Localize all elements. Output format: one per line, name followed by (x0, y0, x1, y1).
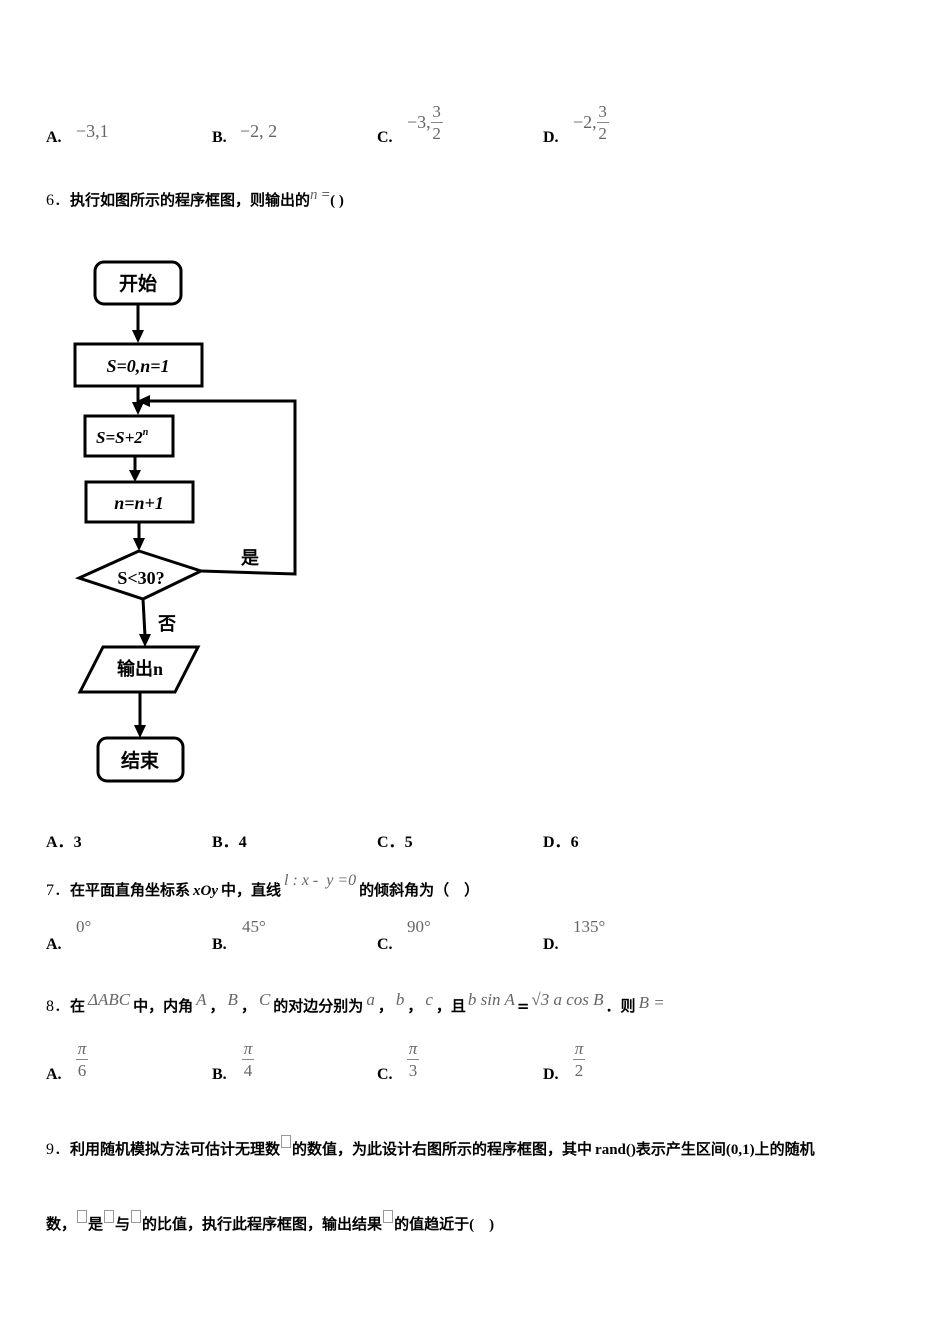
q6-option-d[interactable]: D．6 (543, 834, 579, 851)
triangle: ΔABC (88, 990, 131, 1009)
option-value: 90° (407, 917, 431, 936)
rand-func: rand() (595, 1142, 636, 1158)
option-value: 45° (242, 917, 266, 936)
option-value: −3,1 (76, 121, 109, 141)
q5-option-b[interactable]: B. −2, 2 (212, 121, 277, 147)
question-number: 8． (46, 998, 71, 1015)
var-n: n (310, 187, 318, 203)
answer-paren: ( ) (330, 193, 344, 209)
option-value: −2, 2 (240, 121, 278, 141)
equation-rhs: √3 a cos B (531, 990, 604, 1009)
numerator: 3 (432, 102, 441, 121)
q5-option-c[interactable]: C. −3, 3 2 (377, 103, 443, 147)
increment-process (84, 480, 195, 524)
missing-glyph-icon (383, 1210, 394, 1223)
option-label: A. (46, 129, 62, 146)
q6-options: A．3 B．4 C．5 D．6 (0, 828, 950, 851)
missing-glyph-icon (77, 1210, 88, 1223)
question-text: 执行如图所示的程序框图，则输出的 (70, 191, 311, 209)
q6-stem: 6．执行如图所示的程序框图，则输出的n=( ) (46, 186, 344, 210)
q7-option-b[interactable]: B. 45° (212, 917, 266, 953)
option-label: D. (543, 129, 559, 146)
sum-process (83, 414, 175, 458)
equation-lhs: b sin A (467, 990, 515, 1009)
increment-label: n=n+1 (114, 493, 164, 513)
flowchart-svg: 开始 S=0,n=1 S=S+2n n=n+1 S<30? 是 否 (73, 260, 297, 783)
end-label: 结束 (121, 749, 160, 772)
option-label: C. (377, 129, 393, 146)
output-io (77, 645, 201, 694)
q7-option-d[interactable]: D. 135° (543, 917, 606, 953)
yes-label: 是 (240, 548, 259, 568)
equals: = (321, 187, 331, 203)
numerator: 3 (598, 102, 607, 121)
denominator: 2 (598, 124, 607, 143)
q5-option-a[interactable]: A. −3,1 (46, 121, 109, 147)
sum-label: S=S+2n (96, 427, 149, 447)
end-terminal (96, 736, 185, 783)
q7-option-a[interactable]: A. 0° (46, 917, 92, 953)
missing-glyph-icon (104, 1210, 115, 1223)
option-value-prefix: −3, (407, 112, 431, 132)
question-number: 6． (46, 192, 71, 209)
q7-options: A. 0° B. 45° C. 90° D. 135° (0, 917, 950, 954)
option-value: 0° (76, 917, 92, 936)
output-label: 输出n (117, 658, 163, 679)
q6-option-c[interactable]: C．5 (377, 834, 413, 851)
interval: (0,1) (725, 1142, 755, 1158)
answer-paren: ( ) (469, 1217, 495, 1233)
q9-stem-line2: 数，是与的比值，执行此程序框图，输出结果的值趋近于( ) (46, 1210, 494, 1234)
init-label: S=0,n=1 (106, 356, 169, 376)
missing-glyph-icon (281, 1135, 292, 1148)
option-label: B. (212, 129, 227, 146)
coordinate-system: xOy (193, 883, 219, 899)
denominator: 2 (432, 124, 441, 143)
condition-label: S<30? (117, 568, 164, 588)
fraction: 3 2 (596, 102, 609, 143)
option-value: 135° (573, 917, 606, 936)
init-process (73, 342, 204, 388)
missing-glyph-icon (131, 1210, 142, 1223)
ask-b: B = (638, 993, 665, 1012)
line-equation: l : x - y =0 (284, 872, 357, 889)
option-value-prefix: −2, (573, 112, 597, 132)
question-number: 7． (46, 882, 71, 899)
q6-option-a[interactable]: A．3 (46, 834, 82, 851)
start-label: 开始 (119, 272, 157, 295)
no-label: 否 (157, 614, 176, 634)
flowchart: 开始 S=0,n=1 S=S+2n n=n+1 S<30? 是 否 (0, 240, 320, 800)
q5-options: A. −3,1 B. −2, 2 C. −3, 3 2 D. −2, 3 2 (0, 100, 950, 150)
fraction: 3 2 (430, 102, 443, 143)
question-number: 9． (46, 1141, 71, 1158)
q5-option-d[interactable]: D. −2, 3 2 (543, 103, 609, 147)
q6-option-b[interactable]: B．4 (212, 834, 247, 851)
q7-option-c[interactable]: C. 90° (377, 917, 431, 953)
